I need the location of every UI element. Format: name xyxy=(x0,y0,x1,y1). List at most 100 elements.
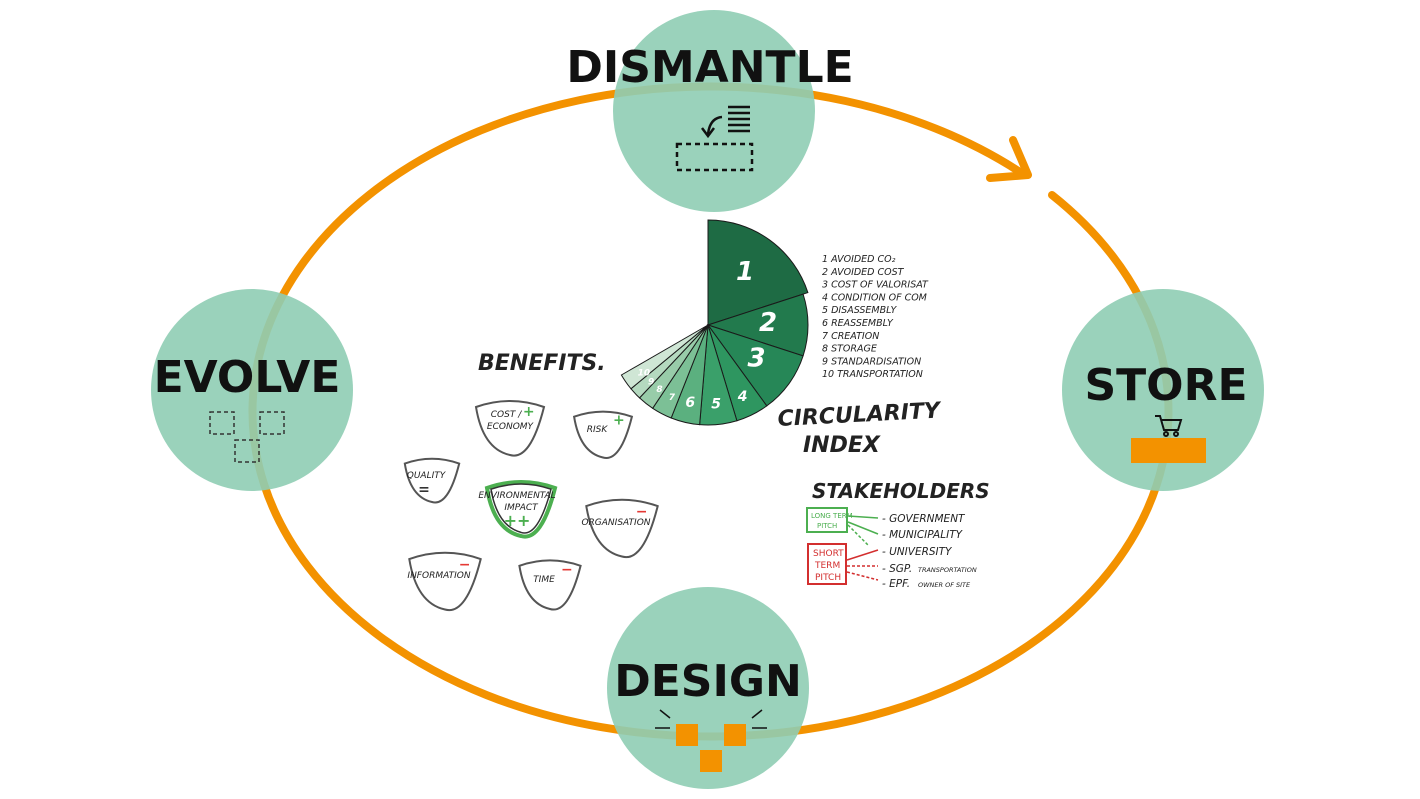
benefit-item: QUALITY= xyxy=(403,457,461,504)
stakeholder-arrows xyxy=(846,515,879,581)
stakeholder-name: - EPF. xyxy=(882,578,910,590)
benefits-title: BENEFITS. xyxy=(478,351,606,376)
cycle-ring xyxy=(248,82,1173,741)
benefit-label: COST / xyxy=(491,410,522,420)
benefit-item: INFORMATION− xyxy=(407,551,482,612)
benefit-label: ORGANISATION xyxy=(581,518,650,528)
pie-slice-label: 1 xyxy=(736,257,754,287)
stage-circle xyxy=(613,10,815,212)
pie-slice-label: 3 xyxy=(747,343,765,373)
legend-item: 3 COST OF VALORISAT xyxy=(822,280,929,291)
benefit-mark: + xyxy=(613,413,625,429)
benefit-drop-icon xyxy=(484,480,558,539)
benefit-drop-inner xyxy=(490,483,552,534)
legend-item: 6 REASSEMBLY xyxy=(822,318,894,329)
stakeholder-entry: - GOVERNMENT xyxy=(882,513,966,525)
benefit-label-2: ECONOMY xyxy=(487,422,535,432)
legend-item: 2 AVOIDED COST xyxy=(822,267,905,278)
benefit-item: TIME− xyxy=(518,559,582,611)
benefit-item: RISK+ xyxy=(572,410,634,459)
stakeholder-name: - MUNICIPALITY xyxy=(882,529,964,541)
benefit-mark: = xyxy=(418,482,430,498)
stage-title-evolve: EVOLVE xyxy=(154,352,341,403)
stage-dismantle: DISMANTLE xyxy=(566,10,854,212)
benefit-label: TIME xyxy=(533,575,555,585)
index-legend: 1 AVOIDED CO₂ 2 AVOIDED COST 3 COST OF VAL… xyxy=(822,254,929,380)
circularity-index-title: CIRCULARITY xyxy=(777,398,943,432)
stakeholder-note: TRANSPORTATION xyxy=(918,566,977,574)
blocks-icon xyxy=(655,709,767,772)
long-term-pitch-label: LONG TERM xyxy=(811,512,853,520)
long-term-pitch-box: LONG TERM PITCH xyxy=(806,507,853,533)
benefit-mark: ++ xyxy=(504,511,531,530)
shopping-cart-icon xyxy=(1155,415,1183,437)
pie-slice-label: 6 xyxy=(685,395,695,411)
short-term-pitch-box: SHORT TERM PITCH xyxy=(807,543,847,585)
stakeholder-entry: - UNIVERSITY xyxy=(882,546,953,558)
benefit-drop-icon xyxy=(408,551,482,612)
stakeholder-name: - GOVERNMENT xyxy=(882,513,966,525)
benefit-label: ENVIRONMENTAL xyxy=(478,491,555,501)
stage-circle xyxy=(151,289,353,491)
cycle-arc xyxy=(248,82,1173,741)
benefit-label-2: IMPACT xyxy=(504,503,539,513)
benefit-mark: − xyxy=(459,557,471,573)
benefit-drop-icon xyxy=(403,457,461,504)
benefit-label: INFORMATION xyxy=(407,571,470,581)
short-term-pitch-label-2: TERM xyxy=(814,561,840,571)
dashed-blocks-icon xyxy=(209,411,285,463)
stack-to-box-icon xyxy=(675,105,754,172)
short-term-pitch-label: SHORT xyxy=(813,549,844,559)
benefit-item: ORGANISATION− xyxy=(581,498,659,559)
stage-title-store: STORE xyxy=(1084,360,1247,411)
benefit-mark: − xyxy=(561,562,573,578)
benefit-item: COST / ECONOMY + xyxy=(474,400,546,457)
legend-item: 10 TRANSPORTATION xyxy=(822,369,923,380)
legend-item: 7 CREATION xyxy=(822,331,879,342)
stakeholder-note: OWNER OF SITE xyxy=(918,581,971,589)
pie-slice-label: 2 xyxy=(759,308,777,338)
pie-slice-label: 9 xyxy=(648,377,654,387)
benefit-drop-icon xyxy=(474,400,546,457)
benefit-mark: + xyxy=(523,404,535,420)
pie-slice-1 xyxy=(707,219,809,326)
legend-item: 5 DISASSEMBLY xyxy=(822,305,898,316)
stage-store: STORE xyxy=(1062,289,1264,491)
legend-item: 9 STANDARDISATION xyxy=(822,356,921,367)
circularity-index-title-line2: INDEX xyxy=(803,433,881,458)
legend-item: 1 AVOIDED CO₂ xyxy=(822,254,896,265)
stage-circle xyxy=(1062,289,1264,491)
stakeholder-list: - GOVERNMENT - MUNICIPALITY - UNIVERSITY - … xyxy=(882,513,977,590)
stakeholders-title: STAKEHOLDERS xyxy=(812,479,990,503)
pie-slice-10 xyxy=(620,324,709,390)
pie-slice-label: 5 xyxy=(711,397,721,413)
legend-item: 4 CONDITION OF COM xyxy=(822,292,927,303)
cycle-arrow-icon xyxy=(986,136,1032,182)
stakeholder-entry: - SGP. TRANSPORTATION xyxy=(882,563,977,575)
stakeholder-entry: - EPF. OWNER OF SITE xyxy=(882,578,971,590)
benefit-drop-icon xyxy=(585,498,659,559)
stakeholder-entry: - MUNICIPALITY xyxy=(882,529,964,541)
stage-title-dismantle: DISMANTLE xyxy=(566,42,853,93)
benefit-drop-icon xyxy=(518,559,582,611)
stage-circle xyxy=(607,587,809,789)
pie-slice-label: 7 xyxy=(669,393,676,403)
legend-item: 8 STORAGE xyxy=(822,344,877,355)
benefit-mark: − xyxy=(636,504,648,520)
benefit-drop-icon xyxy=(572,410,634,459)
benefits-list: COST /ECONOMY+RISK+QUALITY=ENVIRONMENTAL… xyxy=(403,400,659,612)
pie-slice-label: 10 xyxy=(638,369,651,379)
pie-slice-label: 8 xyxy=(656,385,662,395)
stage-design: DESIGN xyxy=(607,587,809,789)
stage-title-design: DESIGN xyxy=(614,656,802,707)
pie-slice-label: 4 xyxy=(737,389,748,405)
stakeholder-name: - SGP. xyxy=(882,563,912,575)
short-term-pitch-label-3: PITCH xyxy=(815,573,841,583)
storage-block xyxy=(1131,438,1206,463)
benefit-label: QUALITY xyxy=(407,471,447,481)
benefit-item: ENVIRONMENTAL IMPACT++ xyxy=(478,480,558,539)
stakeholder-name: - UNIVERSITY xyxy=(882,546,953,558)
stage-evolve: EVOLVE xyxy=(151,289,353,491)
